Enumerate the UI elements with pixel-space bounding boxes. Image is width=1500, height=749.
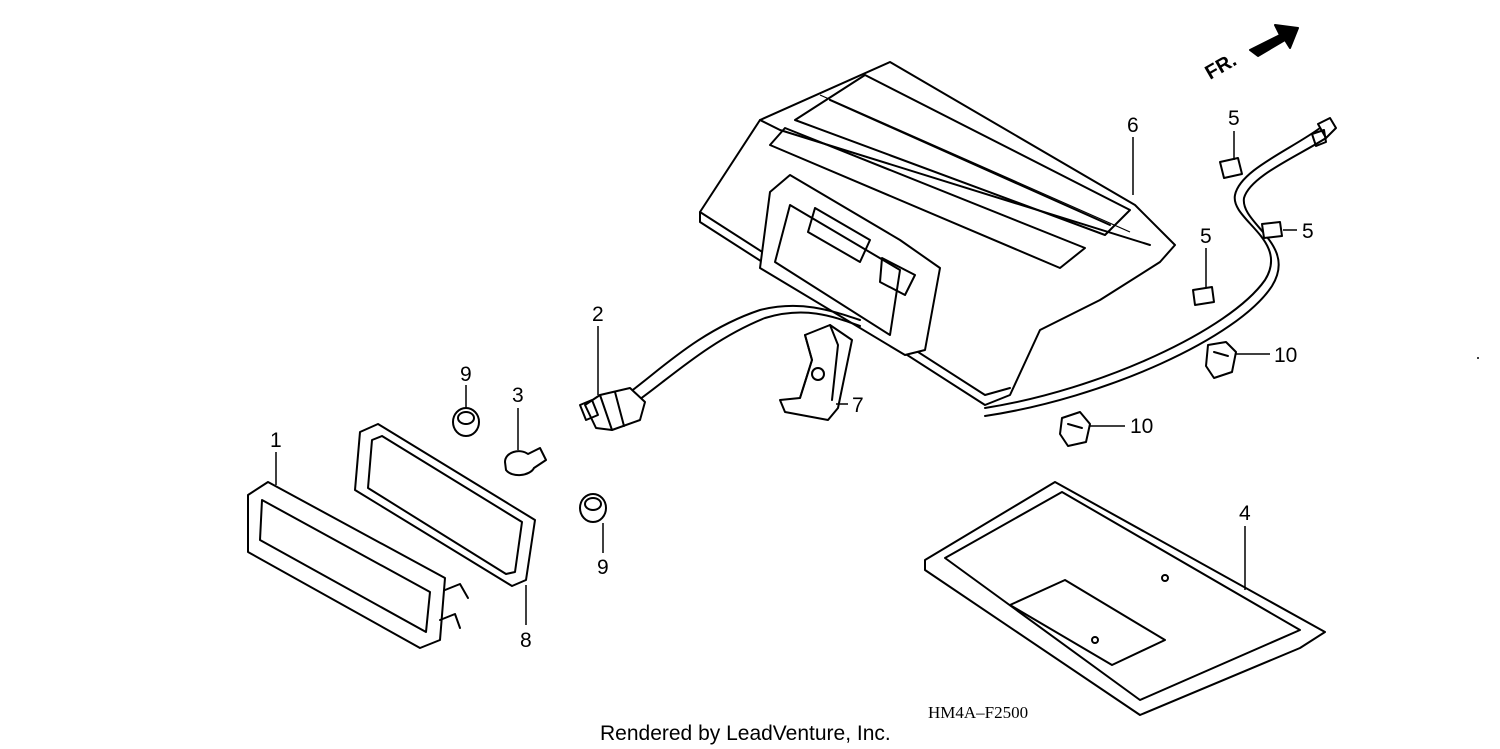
housing-base[interactable] (924, 481, 1326, 716)
bulb-socket[interactable] (579, 387, 646, 431)
lens-gasket[interactable] (354, 423, 536, 587)
clip-1[interactable] (1219, 157, 1243, 179)
mounting-bracket[interactable] (779, 324, 853, 421)
callout-2: 2 (592, 303, 604, 326)
wiring-harness[interactable] (629, 117, 1337, 417)
front-direction-arrow: FR. (1202, 24, 1299, 84)
callout-8: 8 (520, 629, 532, 652)
callout-9a: 9 (460, 363, 472, 386)
callout-10a: 10 (1274, 344, 1297, 367)
callout-7: 7 (852, 394, 864, 417)
cable-clamp-2[interactable] (1059, 411, 1091, 447)
callout-4: 4 (1239, 502, 1251, 525)
grommet-bottom[interactable] (579, 493, 607, 523)
callout-5a: 5 (1228, 107, 1240, 130)
clip-3[interactable] (1192, 286, 1215, 306)
lens[interactable] (247, 481, 469, 649)
bulb[interactable] (504, 447, 547, 476)
callout-6: 6 (1127, 114, 1139, 137)
callout-5b: 5 (1302, 220, 1314, 243)
callout-9b: 9 (597, 556, 609, 579)
callout-10b: 10 (1130, 415, 1153, 438)
callout-3: 3 (512, 384, 524, 407)
cable-clamp-1[interactable] (1205, 341, 1237, 379)
callout-1: 1 (270, 429, 282, 452)
leader-lines (275, 131, 1297, 625)
grommet-top[interactable] (452, 407, 480, 437)
credit-text: Rendered by LeadVenture, Inc. (600, 722, 891, 745)
housing-cover[interactable] (699, 61, 1176, 406)
diagram-code: HM4A–F2500 (928, 703, 1028, 722)
direction-label: FR. (1202, 49, 1241, 84)
callout-5c: 5 (1200, 225, 1212, 248)
clip-2[interactable] (1261, 221, 1283, 239)
